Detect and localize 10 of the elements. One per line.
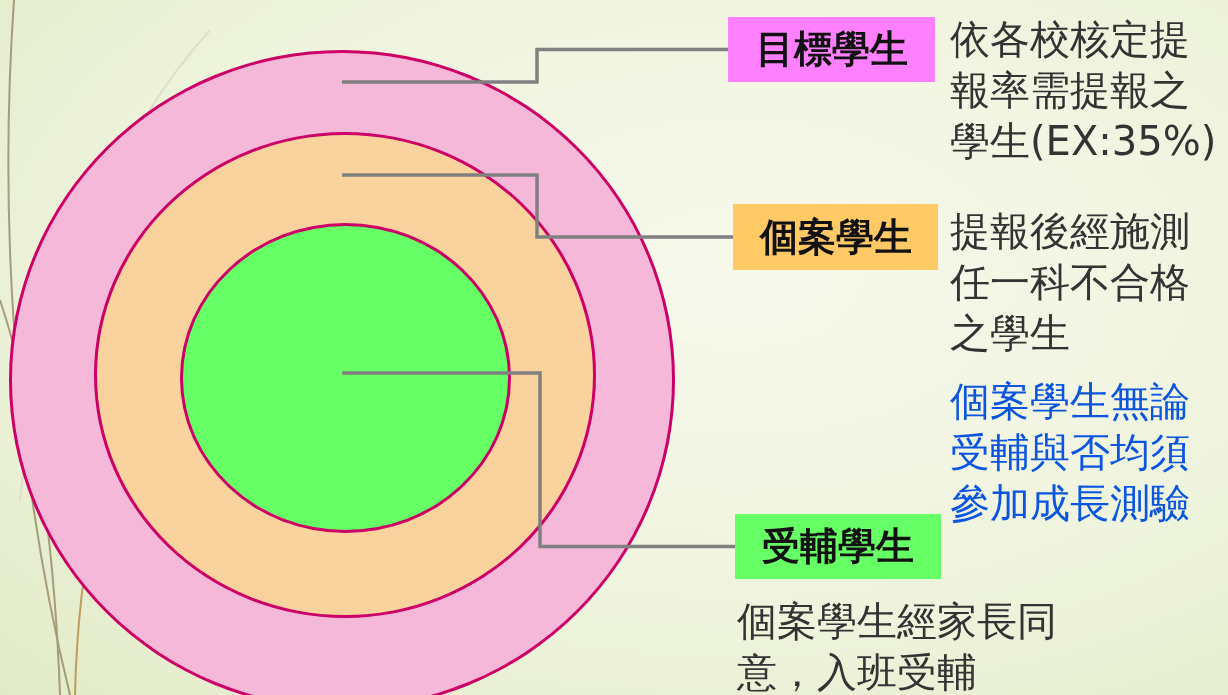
description-text: 依各校核定提報率需提報之學生(EX:35%)	[950, 15, 1218, 166]
category-label: 受輔學生	[735, 514, 941, 579]
description-text: 提報後經施測任一科不合格之學生	[950, 207, 1191, 358]
leader-line	[342, 371, 735, 549]
note-text: 個案學生無論受輔與否均須參加成長測驗	[950, 377, 1191, 528]
leader-line	[342, 47, 728, 84]
description-text: 個案學生經家長同意，入班受輔	[737, 597, 1058, 695]
leader-line	[342, 173, 733, 239]
category-label: 個案學生	[733, 204, 938, 270]
category-label: 目標學生	[728, 17, 935, 82]
